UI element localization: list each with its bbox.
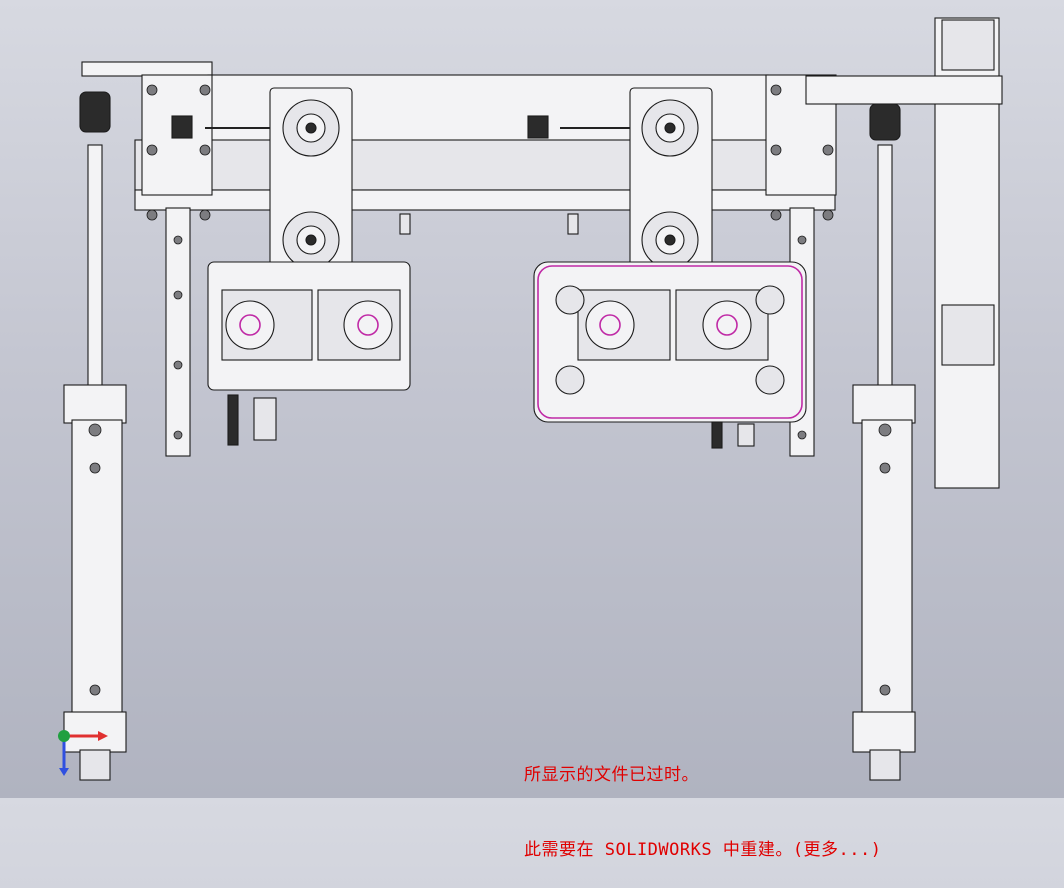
right-piston-rod[interactable] (877, 144, 893, 396)
model-drawing[interactable] (0, 0, 1064, 798)
right-rod-end[interactable] (869, 103, 901, 141)
lower-beam[interactable] (134, 189, 836, 211)
view-triad-icon (50, 722, 110, 778)
middle-beam[interactable] (134, 139, 836, 191)
right-top-arm[interactable] (805, 75, 1003, 105)
graphics-viewport[interactable] (0, 0, 1064, 798)
left-inner-rail[interactable] (165, 207, 191, 457)
left-piston-rod[interactable] (87, 144, 103, 396)
left-rod-end[interactable] (79, 91, 111, 133)
rebuild-warning[interactable]: 所显示的文件已过时。 此需要在 SOLIDWORKS 中重建。(更多...) (524, 713, 882, 888)
top-left-bracket[interactable] (81, 61, 213, 77)
rebuild-warning-line-2[interactable]: 此需要在 SOLIDWORKS 中重建。(更多...) (524, 840, 882, 860)
rebuild-warning-line-1: 所显示的文件已过时。 (524, 765, 699, 785)
